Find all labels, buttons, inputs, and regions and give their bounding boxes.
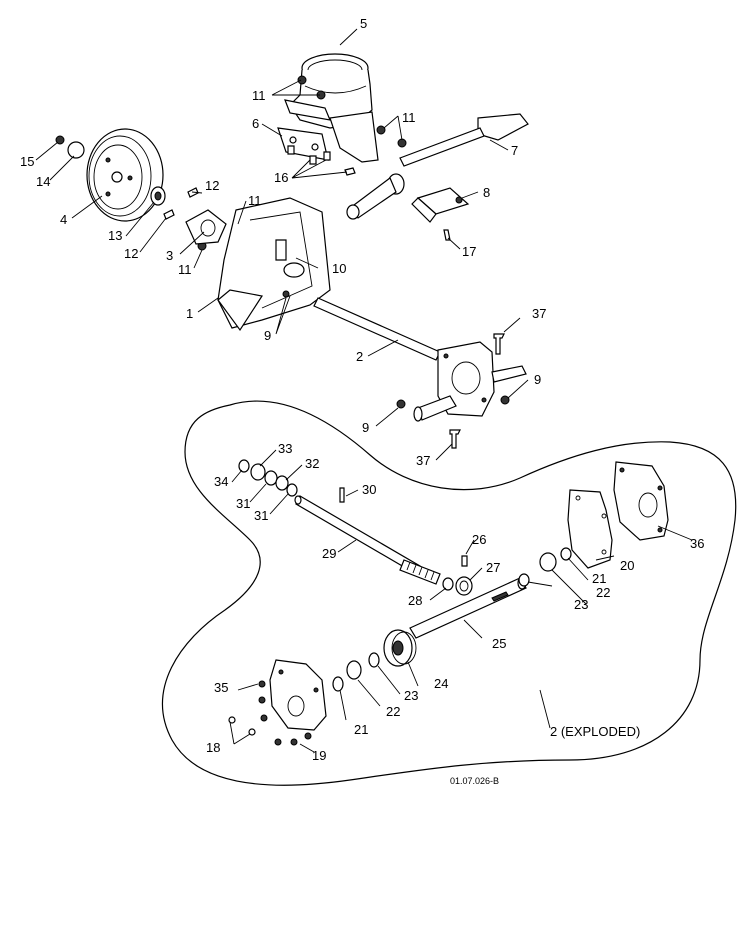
callout-21b: 21 [592,571,606,586]
part-31-washer-a [264,470,278,486]
callout-9c: 9 [362,420,369,435]
callout-31a: 31 [236,496,250,511]
part-10-bushing [275,239,287,261]
callout-29: 29 [322,546,336,561]
callout-25: 25 [492,636,506,651]
part-33-bearing [250,463,266,481]
part-2-gearbox [313,297,527,422]
part-30-pin [339,487,345,503]
part-18-screws [228,716,256,736]
callout-27: 27 [486,560,500,575]
callout-35: 35 [214,680,228,695]
callout-13: 13 [108,228,122,243]
part-29-worm-shaft [294,495,441,585]
part-19-gearbox-half [269,659,327,731]
part-4-pulley [86,128,164,222]
part-26-key [461,555,468,567]
callout-36: 36 [690,536,704,551]
callout-9b: 9 [534,372,541,387]
callout-14: 14 [36,174,50,189]
exploded-label: 2 (EXPLODED) [550,724,640,739]
callout-11d: 11 [248,193,262,208]
callout-labels: 5 11 6 11 7 8 16 17 15 14 4 13 12 12 3 1… [20,16,704,786]
part-28-washer [442,577,454,591]
callout-21a: 21 [354,722,368,737]
part-9-nut-b [396,399,406,409]
part-32-ring [275,475,289,491]
callout-19: 19 [312,748,326,763]
part-9-nut-a [282,290,290,298]
part-37-bolt-a [493,333,505,355]
drawing-reference: 01.07.026-B [450,776,499,786]
part-12-bolt-b [163,209,175,220]
callout-18: 18 [206,740,220,755]
part-23-washer-a [368,652,380,668]
part-3-flange [185,209,227,245]
callout-3: 3 [166,248,173,263]
part-13-bearing [150,186,166,206]
callout-12a: 12 [205,178,219,193]
exploded-view-outline [162,400,737,786]
callout-10: 10 [332,261,346,276]
callout-11c: 11 [178,262,192,277]
callout-7: 7 [511,143,518,158]
callout-6: 6 [252,116,259,131]
callout-37a: 37 [532,306,546,321]
part-27-hub [455,576,473,596]
callout-11b: 11 [402,110,416,125]
part-5-chute [284,53,379,163]
part-31-washer-b [286,483,298,497]
part-21-ring-a [332,676,344,692]
part-34-ring [238,459,250,473]
part-36-gearbox-half [613,461,669,541]
callout-31b: 31 [254,508,268,523]
callout-11a: 11 [252,88,266,103]
part-23-washer-b [518,573,530,587]
part-35-screws [258,680,312,746]
callout-2: 2 [356,349,363,364]
callout-5: 5 [360,16,367,31]
part-20-gasket [567,489,613,569]
part-37-bolt-b [449,429,461,449]
callout-33: 33 [278,441,292,456]
callout-26: 26 [472,532,486,547]
callout-30: 30 [362,482,376,497]
callout-24: 24 [434,676,448,691]
part-22-bushing-a [346,660,362,680]
part-6-bracket [277,127,329,161]
part-16-bolts [287,145,356,176]
callout-17: 17 [462,244,476,259]
part-21-ring-b [560,547,572,561]
callout-4: 4 [60,212,67,227]
callout-12b: 12 [124,246,138,261]
part-1-housing [217,197,331,332]
part-9-nut-c [500,395,510,405]
callout-28: 28 [408,593,422,608]
part-8-crank-bracket [411,187,470,223]
part-7-crank [346,113,529,220]
leader-lines [35,28,693,753]
part-22-bushing-b [539,552,557,572]
callout-9a: 9 [264,328,271,343]
part-14-bearing [67,141,85,159]
part-24-worm-gear [383,629,417,667]
callout-23a: 23 [404,688,418,703]
callout-22a: 22 [386,704,400,719]
callout-1: 1 [186,306,193,321]
callout-8: 8 [483,185,490,200]
callout-16: 16 [274,170,288,185]
callout-34: 34 [214,474,228,489]
callout-15: 15 [20,154,34,169]
callout-22b: 22 [596,585,610,600]
callout-32: 32 [305,456,319,471]
callout-20: 20 [620,558,634,573]
callout-23b: 23 [574,597,588,612]
callout-37b: 37 [416,453,430,468]
